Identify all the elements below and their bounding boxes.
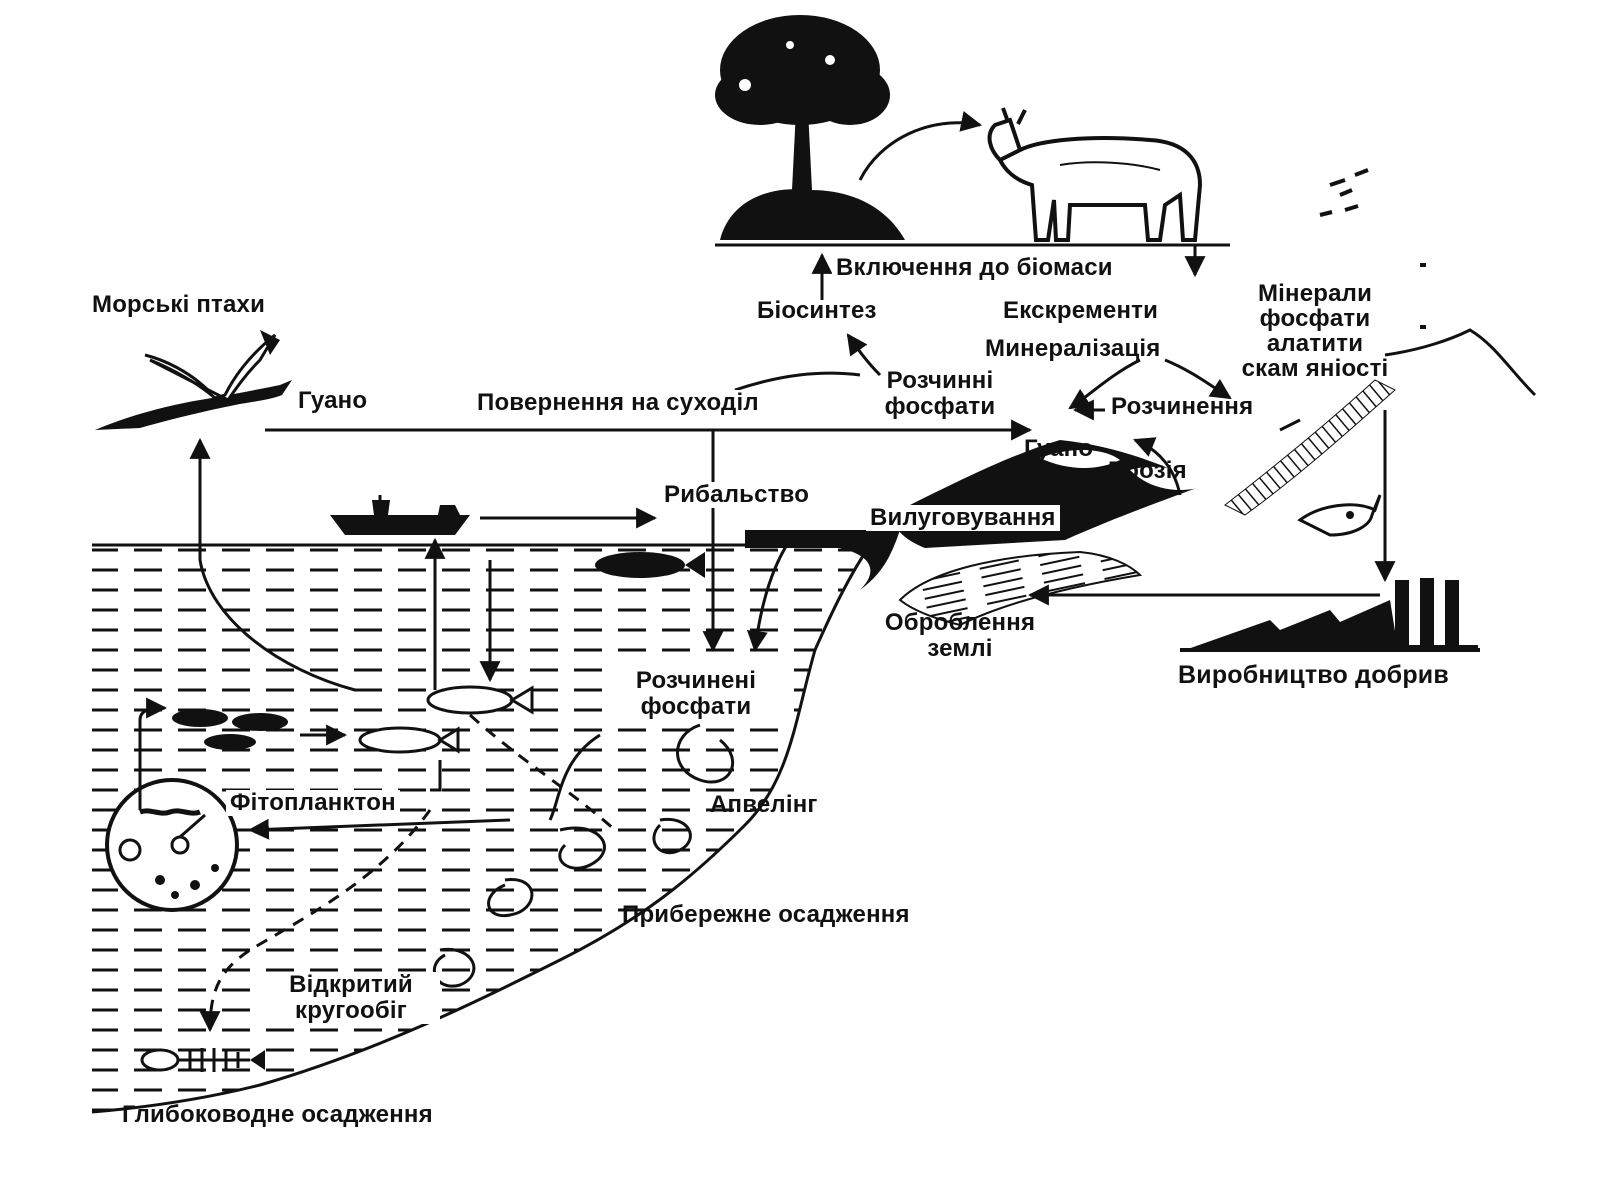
seabed-outline bbox=[91, 544, 872, 1114]
label-minerals: Мінерали фосфати алатити скам яніості bbox=[1210, 281, 1420, 381]
label-phytoplankton: Фітопланктон bbox=[226, 790, 400, 816]
label-cultivation: Оброблення землі bbox=[860, 610, 1060, 662]
label-dissolved-phosphates-line2: фосфати bbox=[640, 693, 752, 720]
label-deep-sea-sedimentation: Глибоководне осадження bbox=[122, 1101, 433, 1128]
label-soluble-phosphates-top: Розчинні фосфати bbox=[865, 368, 1015, 420]
animal-skull-icon bbox=[1297, 494, 1382, 537]
mountain-outline bbox=[1384, 328, 1537, 397]
label-biosynthesis: Біосинтез bbox=[757, 297, 877, 324]
distant-birds bbox=[1319, 168, 1426, 329]
flow-arrows bbox=[138, 111, 1396, 1033]
label-dissolution: Розчинення bbox=[1111, 393, 1254, 420]
label-sea-birds: Морські птахи bbox=[92, 291, 266, 318]
label-mineralization: Минералізація bbox=[985, 335, 1161, 362]
fish-icon bbox=[172, 552, 705, 754]
tree-icon bbox=[715, 15, 905, 240]
label-excrements: Екскременти bbox=[1003, 297, 1159, 324]
label-upwelling: Апвелінг bbox=[710, 791, 818, 818]
label-leaching: Вилуговування bbox=[866, 505, 1060, 531]
label-minerals-line2: фосфати bbox=[1259, 305, 1371, 332]
label-guano-island: Гуано bbox=[1024, 435, 1094, 462]
label-dissolved-phosphates: Розчинені фосфати bbox=[612, 668, 780, 720]
mineral-deposit bbox=[1224, 379, 1396, 516]
label-dissolved-phosphates-line1: Розчинені bbox=[635, 667, 757, 694]
label-cultivation-line1: Оброблення bbox=[884, 609, 1036, 636]
label-inclusion-biomass: Включення до біомаси bbox=[832, 255, 1117, 281]
fish-skeleton-icon bbox=[140, 1048, 265, 1072]
label-soluble-phosphates-top-line2: фосфати bbox=[884, 393, 996, 420]
label-fertilizer-production: Виробництво добрив bbox=[1178, 661, 1449, 689]
label-minerals-line4: скам яніості bbox=[1241, 355, 1389, 382]
label-open-circulation: Відкритий кругообіг bbox=[262, 972, 440, 1024]
label-minerals-line1: Мінерали bbox=[1257, 280, 1373, 307]
cow-icon bbox=[987, 107, 1203, 242]
label-return-to-land: Повернення на суходіл bbox=[473, 390, 763, 416]
label-open-circulation-line2: кругообіг bbox=[295, 997, 407, 1024]
label-open-circulation-line1: Відкритий bbox=[289, 971, 413, 998]
label-soluble-phosphates-top-line1: Розчинні bbox=[886, 367, 994, 394]
factory-icon bbox=[1180, 578, 1480, 652]
coastal-shelf bbox=[745, 530, 900, 590]
label-erosion: Ерозія bbox=[1108, 457, 1187, 484]
label-minerals-line3: алатити bbox=[1266, 330, 1364, 357]
cultivated-field bbox=[898, 550, 1143, 627]
label-fishing: Рибальство bbox=[660, 482, 814, 508]
label-cultivation-line2: землі bbox=[927, 635, 993, 662]
label-coastal-sedimentation: Прибережне осадження bbox=[622, 901, 910, 928]
label-guano-left: Гуано bbox=[298, 387, 368, 414]
phytoplankton-icon bbox=[105, 778, 239, 912]
fishing-boat-icon bbox=[330, 495, 470, 535]
seabird-icon bbox=[95, 330, 292, 430]
